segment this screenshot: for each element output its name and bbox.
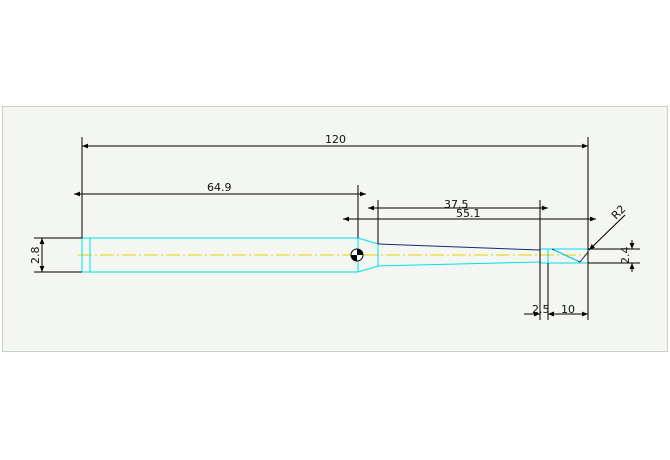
dim-shank-length bbox=[74, 185, 366, 238]
neck-body bbox=[357, 237, 541, 273]
dim-tip-steps bbox=[524, 263, 588, 320]
dim-shank-diameter bbox=[34, 237, 82, 273]
dim-small-step-label: 2.5 bbox=[532, 303, 550, 316]
dim-tip-diameter bbox=[588, 240, 640, 272]
dim-tip-diameter-label: 2.4 bbox=[619, 247, 632, 265]
tip-body bbox=[539, 248, 589, 264]
dim-corner-radius bbox=[588, 214, 626, 251]
dim-overall-length bbox=[81, 137, 589, 320]
dim-overall-length-label: 120 bbox=[325, 133, 346, 146]
dim-tip-length-label: 10 bbox=[561, 303, 575, 316]
dim-corner-radius-label: R2 bbox=[609, 203, 629, 223]
center-mark-icon bbox=[350, 248, 364, 262]
dim-shank-length-label: 64.9 bbox=[207, 181, 232, 194]
dim-flute-length-label: 55.1 bbox=[456, 207, 481, 220]
dim-shank-diameter-label: 2.8 bbox=[29, 247, 42, 265]
dim-neck-length-label: 37.5 bbox=[444, 198, 469, 211]
